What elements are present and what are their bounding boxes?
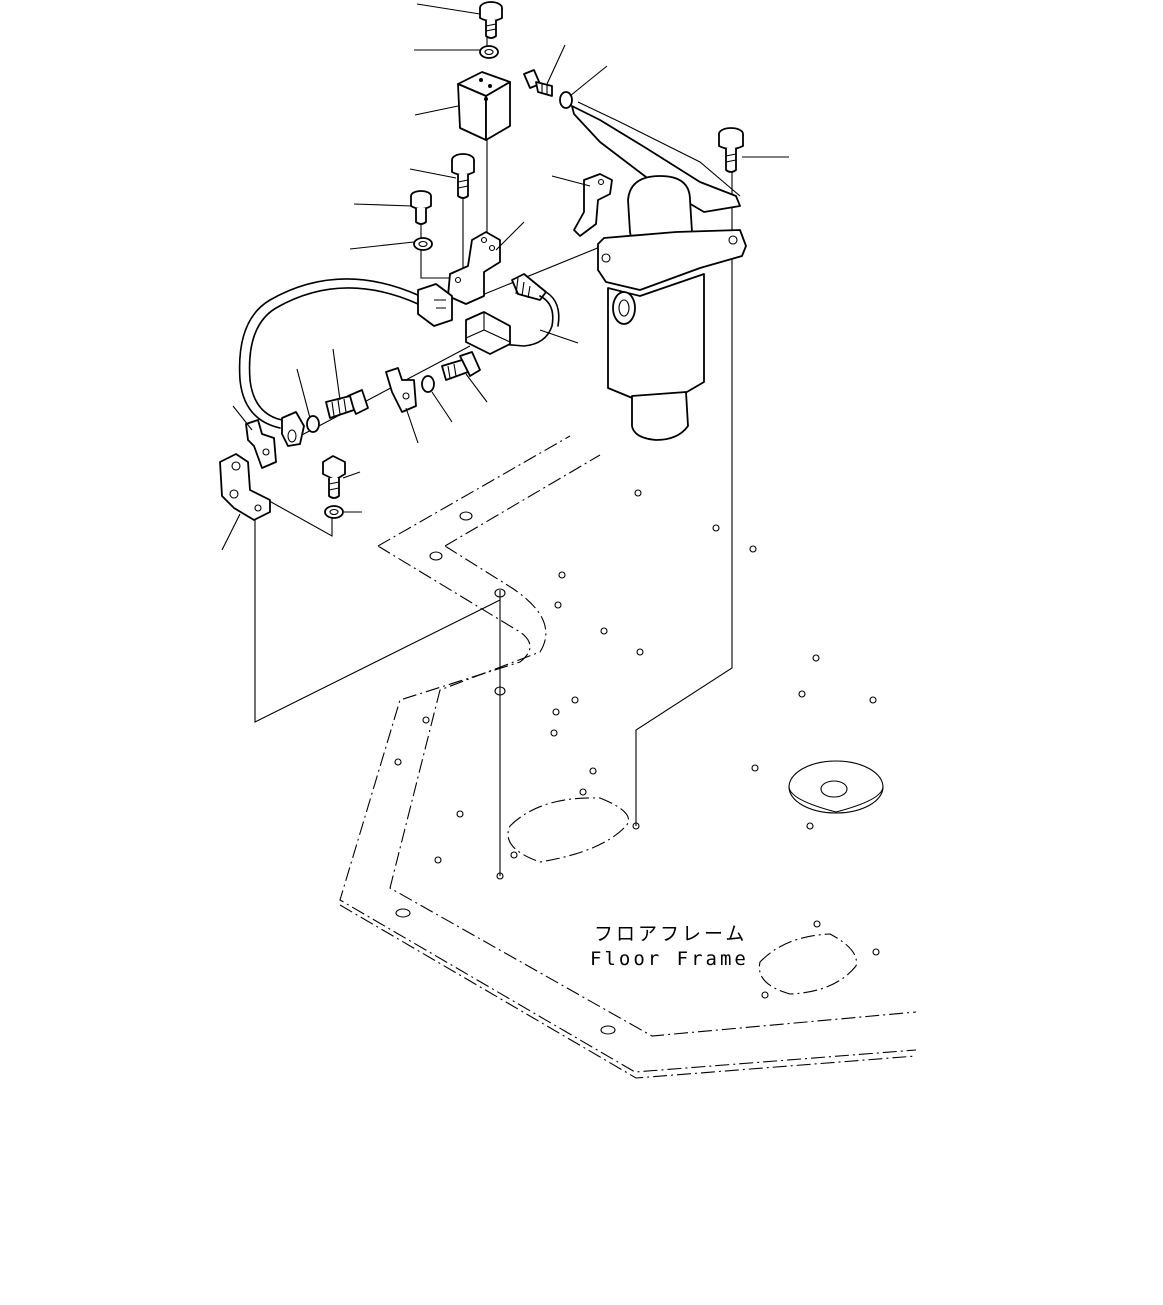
- bolt-mid-b: [410, 190, 432, 225]
- washer-mid-b: [413, 237, 433, 251]
- valve-bottom: [631, 391, 689, 441]
- floor-boss-lip: [788, 786, 884, 813]
- bolt-horizontal-right: [441, 351, 481, 381]
- pedal-valve: [571, 101, 747, 441]
- bolt-vertical-lower: [322, 455, 346, 499]
- leader-lines: [221, 3, 789, 551]
- solenoid-block: [457, 71, 511, 141]
- washer-vertical-lower: [324, 505, 344, 519]
- valve-pedal-arm: [571, 105, 741, 213]
- washer-horizontal-right: [421, 375, 435, 393]
- assembly-lines: [254, 20, 733, 876]
- floor-frame-inner-edge: [389, 454, 917, 1037]
- floor-frame-label-en: Floor Frame: [590, 948, 749, 970]
- bracket-solenoid: [447, 231, 501, 305]
- floor-frame-label-ja: フロアフレーム: [594, 923, 747, 945]
- floor-frame: フロアフレーム Floor Frame: [339, 435, 917, 1079]
- washer-upper-right: [559, 91, 573, 109]
- valve-flange: [597, 229, 747, 291]
- bolt-upper-right: [523, 69, 553, 97]
- wire-harness: [238, 278, 453, 447]
- solenoid-block-right: [485, 81, 511, 141]
- valve-port: [612, 291, 636, 325]
- floor-frame-lower-edge: [339, 904, 917, 1079]
- washer-horizontal-left: [306, 415, 320, 433]
- harness-clamp: [281, 411, 305, 447]
- floor-frame-outer-edge: [339, 435, 917, 1073]
- bolt-horizontal-left: [325, 389, 369, 419]
- bolt-top: [479, 1, 503, 39]
- floor-boss-outer: [788, 760, 884, 814]
- clip-bracket-center: [385, 367, 417, 413]
- harness-connector-top: [417, 283, 453, 327]
- floor-boss-inner: [820, 780, 848, 798]
- plate-left: [245, 419, 277, 469]
- bolt-long-right: [718, 127, 744, 173]
- sensor-connector: [465, 311, 511, 355]
- washer-top: [479, 45, 499, 59]
- bolt-mid-a: [451, 153, 475, 199]
- pressure-sensor: [499, 273, 560, 347]
- floor-cutout-left: [507, 797, 630, 863]
- bracket-small-valve: [573, 173, 613, 237]
- floor-cutout-right: [758, 933, 858, 995]
- l-bracket-lower: [219, 453, 271, 521]
